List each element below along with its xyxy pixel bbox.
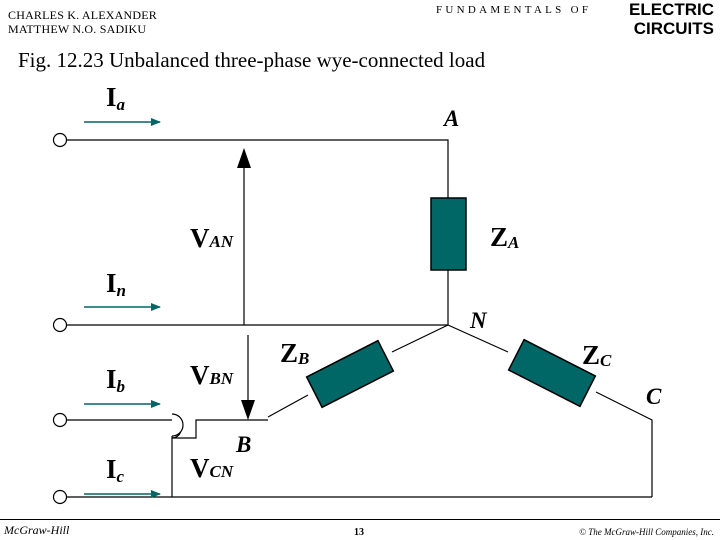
label-vbn: VBN	[190, 360, 234, 390]
terminal-a	[52, 132, 68, 148]
author-2: MATTHEW N.O. SADIKU	[8, 22, 147, 36]
brand-line-2: CIRCUITS	[633, 19, 714, 38]
copyright-notice: © The McGraw-Hill Companies, Inc.	[579, 527, 714, 537]
label-za: ZA	[490, 222, 519, 252]
label-zc: ZC	[582, 340, 612, 370]
node-b: B	[235, 432, 251, 457]
author-names: CHARLES K. ALEXANDER MATTHEW N.O. SADIKU	[8, 8, 157, 36]
label-ic: Ic	[106, 454, 125, 486]
terminal-n	[52, 317, 68, 333]
label-ia: Ia	[106, 82, 126, 114]
voltage-vbn-arrowhead	[241, 400, 255, 420]
impedance-zc	[507, 338, 597, 408]
impedance-za	[430, 197, 467, 271]
label-in: In	[106, 268, 126, 300]
wire-zb-to-b	[267, 394, 309, 418]
wires	[66, 139, 653, 498]
page-number: 13	[354, 527, 364, 538]
wire-a	[66, 139, 449, 198]
wire-n-to-zc	[447, 324, 509, 353]
impedance-zb	[305, 339, 395, 409]
label-zb: ZB	[280, 338, 309, 368]
footer-rule	[0, 519, 720, 520]
fundamentals-of-text: FUNDAMENTALS OF	[436, 4, 592, 16]
publisher-name: McGraw-Hill	[4, 523, 70, 537]
node-c: C	[646, 384, 662, 409]
terminal-b	[52, 412, 68, 428]
figure-caption: Fig. 12.23 Unbalanced three-phase wye-co…	[18, 48, 486, 72]
terminal-c	[52, 489, 68, 505]
label-vcn: VCN	[190, 453, 234, 483]
label-ib: Ib	[106, 364, 125, 396]
current-arrows	[84, 118, 161, 498]
crossing-hop	[171, 413, 184, 437]
label-van: VAN	[190, 223, 234, 253]
wire-zc-to-c	[595, 391, 653, 497]
node-n: N	[469, 308, 488, 333]
brand-line-1: ELECTRIC	[629, 0, 714, 19]
book-brand: ELECTRIC CIRCUITS	[616, 0, 714, 38]
author-1: CHARLES K. ALEXANDER	[8, 8, 158, 22]
terminals	[52, 132, 68, 505]
wire-n-to-zb	[391, 324, 449, 353]
node-a: A	[442, 106, 459, 131]
voltage-van-arrowhead	[237, 148, 251, 168]
